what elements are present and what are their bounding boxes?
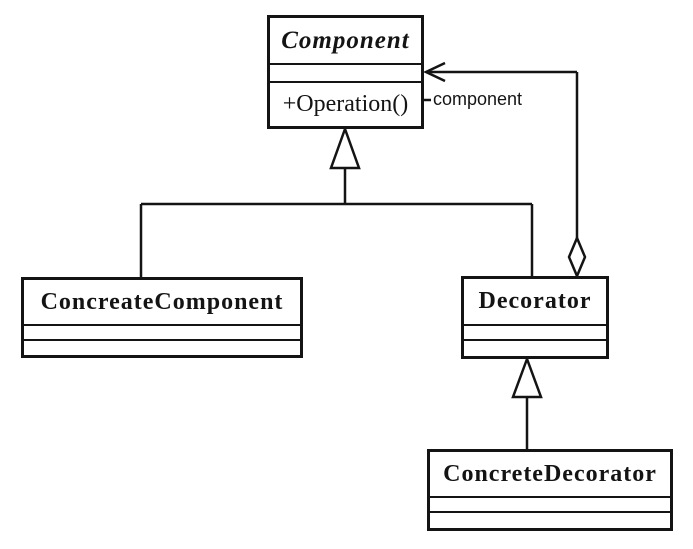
class-box-decorator: Decorator bbox=[461, 276, 609, 359]
inheritance-triangle-icon bbox=[329, 125, 361, 170]
class-name: Decorator bbox=[478, 288, 592, 314]
attributes-compartment bbox=[430, 496, 670, 511]
methods-compartment bbox=[464, 339, 606, 356]
class-name: Component bbox=[281, 26, 410, 54]
inheritance-triangle-icon bbox=[511, 355, 543, 399]
methods-compartment bbox=[430, 511, 670, 528]
association-role-label: component bbox=[433, 89, 523, 109]
class-name: ConcreateComponent bbox=[40, 288, 284, 315]
methods-compartment bbox=[24, 339, 300, 355]
attributes-compartment bbox=[24, 324, 300, 339]
attributes-compartment bbox=[270, 63, 421, 81]
class-box-concreate-component: ConcreateComponent bbox=[21, 277, 303, 358]
class-box-concrete-decorator: ConcreteDecorator bbox=[427, 449, 673, 531]
class-name: ConcreteDecorator bbox=[443, 460, 657, 487]
class-box-component: Component +Operation() bbox=[267, 15, 424, 129]
aggregation-diamond-icon bbox=[567, 234, 587, 280]
attributes-compartment bbox=[464, 324, 606, 339]
methods-compartment: +Operation() bbox=[270, 81, 421, 126]
open-arrowhead-icon bbox=[423, 61, 446, 83]
